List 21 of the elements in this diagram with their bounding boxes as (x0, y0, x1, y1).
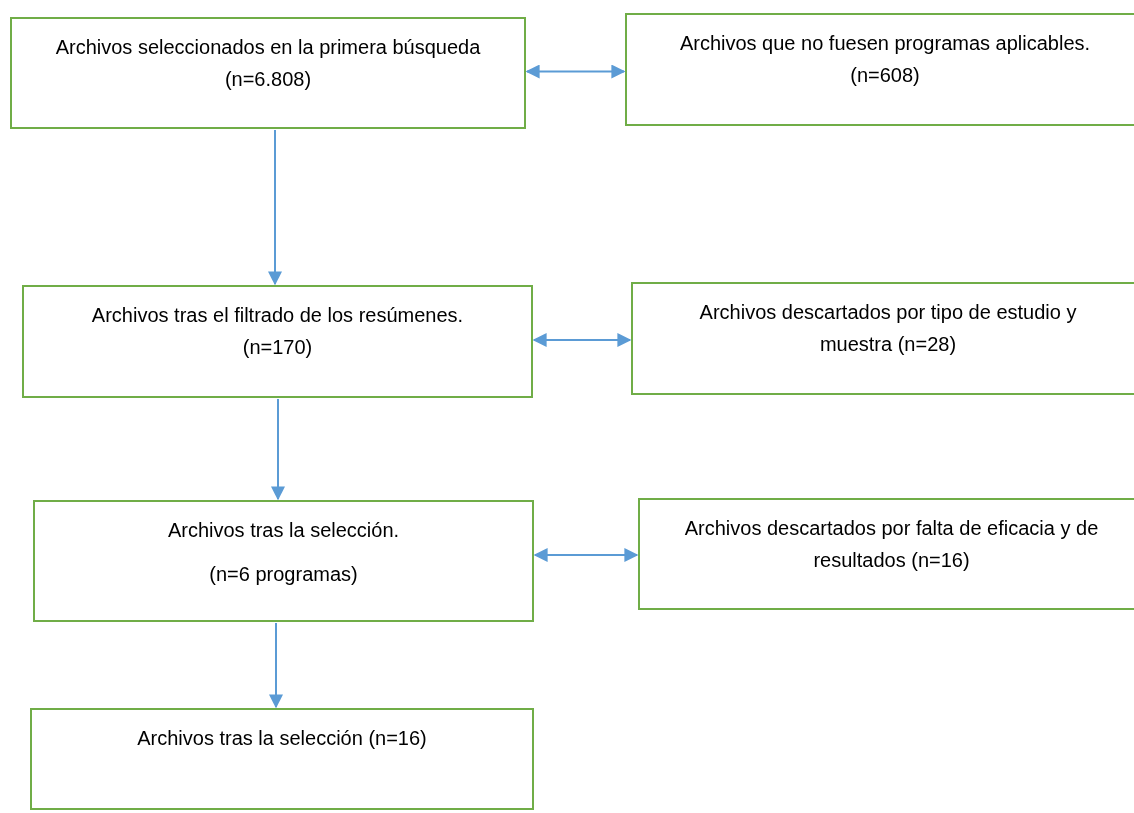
process-box (33, 500, 534, 622)
process-box (30, 708, 534, 810)
process-box (625, 13, 1134, 126)
box-text: Archivos seleccionados en la primera búsqueda (n=6.808) (54, 35, 482, 92)
arrow (269, 622, 283, 709)
process-box (10, 17, 526, 129)
box-text: Archivos tras el filtrado de los resúmenes. (n=170) (90, 303, 465, 360)
process-box (22, 285, 533, 398)
arrow (268, 129, 282, 286)
box-text: Archivos tras la selección (n=16) (136, 726, 428, 751)
box-text: (n=6 programas) (208, 562, 359, 587)
box-text: Archivos que no fuesen programas aplicables. (n=608) (678, 31, 1092, 88)
arrow (525, 64, 626, 79)
process-box (638, 498, 1134, 610)
arrow (532, 333, 632, 347)
arrow (533, 548, 639, 562)
process-box (631, 282, 1134, 395)
box-text: Archivos descartados por tipo de estudio y muestra (n=28) (698, 300, 1078, 357)
box-text: Archivos descartados por falta de eficacia y de resultados (n=16) (683, 516, 1100, 573)
arrow (271, 398, 285, 501)
box-text: Archivos tras la selección. (166, 518, 401, 543)
